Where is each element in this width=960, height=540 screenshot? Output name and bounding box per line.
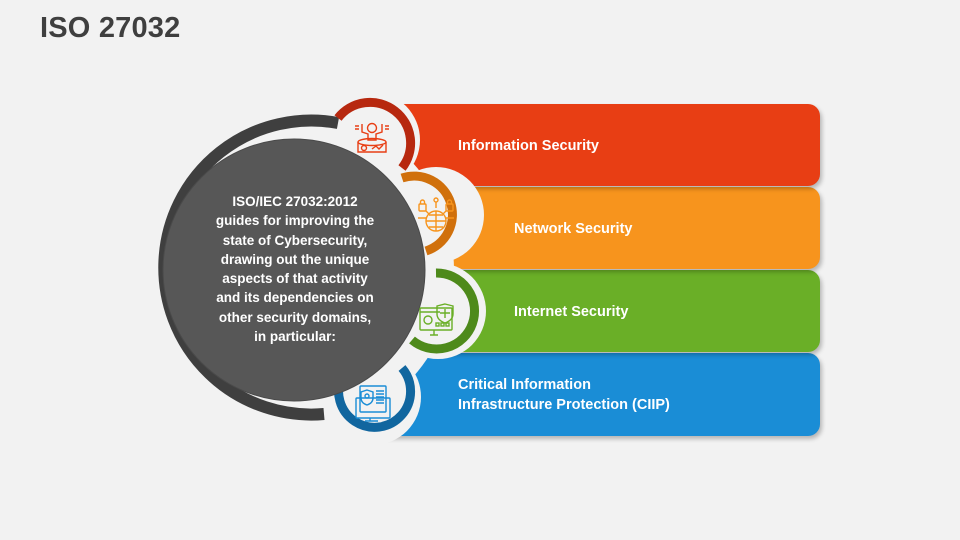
center-text-line: guides for improving the <box>215 213 375 229</box>
center-text-line: in particular: <box>254 329 336 345</box>
ciip-icon <box>355 385 391 422</box>
label-network-security: Network Security <box>514 221 633 237</box>
ring-information-security <box>334 97 416 171</box>
center-text-line: state of Cybersecurity, <box>222 232 368 248</box>
label-ciip-line-1: Critical Information <box>458 377 591 393</box>
center-text-line: aspects of that activity <box>222 271 368 287</box>
center-text-line: drawing out the unique <box>220 251 370 267</box>
center-text-line: other security domains, <box>218 309 372 325</box>
internet-security-icon <box>419 303 454 336</box>
network-security-icon <box>418 197 454 232</box>
label-ciip-line-2: Infrastructure Protection (CIIP) <box>458 397 670 413</box>
center-text-line: ISO/IEC 27032:2012 <box>232 194 358 209</box>
center-disc <box>162 138 426 402</box>
ring-network-security <box>400 171 457 256</box>
label-internet-security: Internet Security <box>514 304 629 320</box>
ring-internet-security <box>409 268 480 354</box>
label-information-security: Information Security <box>458 138 599 154</box>
information-security-icon <box>355 122 389 153</box>
center-description: ISO/IEC 27032:2012 guides for improving … <box>185 192 405 346</box>
center-text-line: and its dependencies on <box>216 290 374 306</box>
bar-ciip <box>380 353 820 436</box>
page-title: ISO 27032 <box>40 12 181 44</box>
label-ciip: Critical Information Infrastructure Prot… <box>458 375 670 415</box>
ring-ciip <box>334 365 416 432</box>
